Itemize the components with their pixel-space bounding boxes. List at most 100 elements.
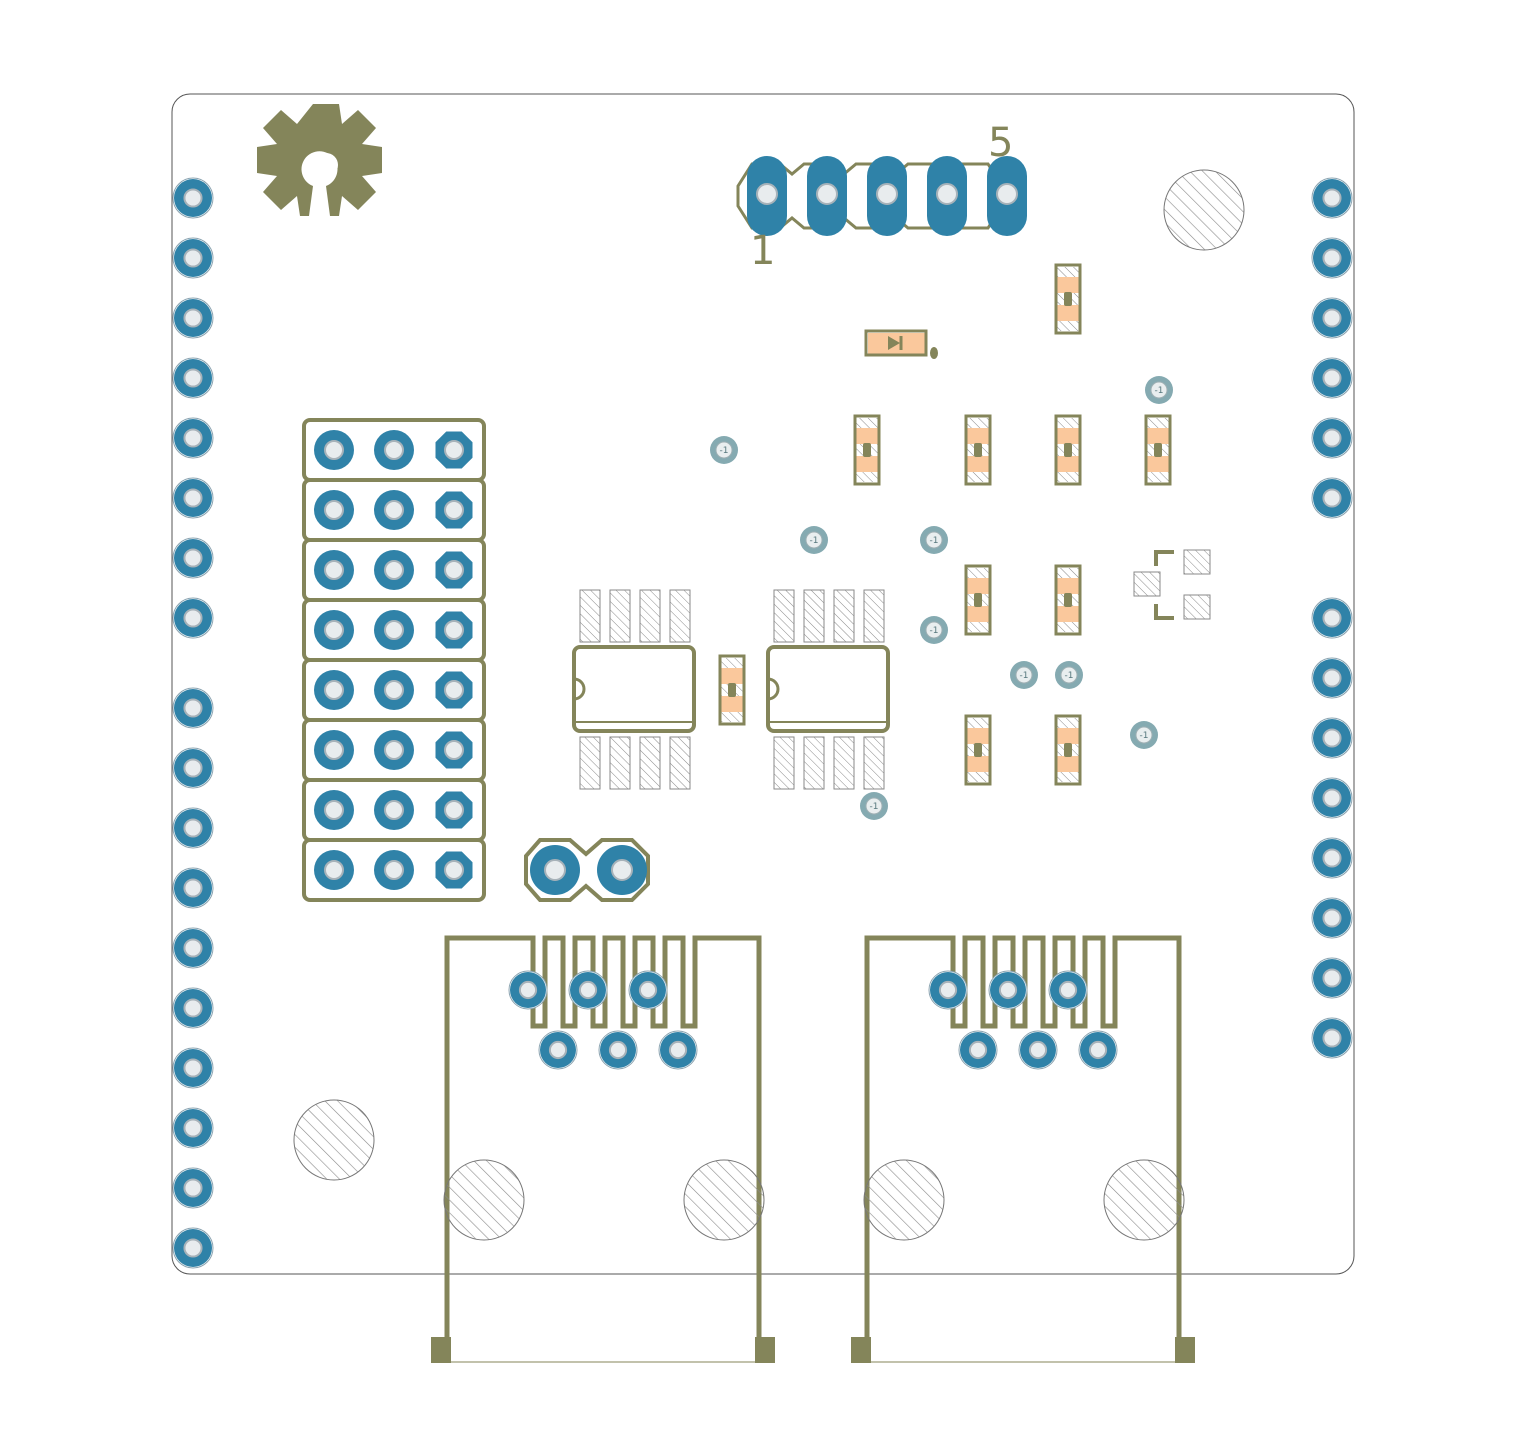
smd-resistor-5 [1144, 414, 1172, 486]
right-pin-3 [1311, 297, 1353, 339]
ic-pad [773, 589, 795, 643]
rj45-mount-hole [863, 1159, 945, 1241]
block-pad [374, 790, 414, 830]
left-pin-3 [172, 297, 214, 339]
ic-pad [579, 736, 601, 790]
block-pad [435, 671, 473, 709]
header-block-3x8 [302, 418, 486, 902]
via-label: -1 [870, 802, 879, 812]
left-pin-1 [172, 177, 214, 219]
left-edge-pins [172, 177, 214, 1269]
via-label: -1 [930, 626, 939, 636]
block-pad [374, 670, 414, 710]
ic-pad [773, 736, 795, 790]
mounting-holes [293, 169, 1245, 1181]
block-pad [435, 431, 473, 469]
right-pin-6 [1311, 477, 1353, 519]
left-pin-18 [172, 1227, 214, 1269]
via-8: -1 [860, 792, 888, 820]
block-pad [374, 490, 414, 530]
transistor-sot23 [1133, 549, 1211, 620]
block-pad [435, 551, 473, 589]
rj45-mount-hole [683, 1159, 765, 1241]
block-pad [314, 490, 354, 530]
ic-pad [669, 736, 691, 790]
header-5pin: 1 5 [736, 120, 1027, 274]
right-pin-11 [1311, 837, 1353, 879]
right-pin-5 [1311, 417, 1353, 459]
via-6: -1 [1055, 661, 1083, 689]
via-2: -1 [800, 526, 828, 554]
ic-pad [863, 736, 885, 790]
header-pad-2 [807, 156, 847, 236]
rj45-pin-4 [958, 1030, 998, 1070]
ic-pad [833, 589, 855, 643]
block-pad [314, 610, 354, 650]
block-pad [374, 430, 414, 470]
ic-soic8-right [766, 589, 890, 790]
rj45-pin-5 [598, 1030, 638, 1070]
left-pin-8 [172, 597, 214, 639]
block-pad [435, 491, 473, 529]
ic-pad [639, 736, 661, 790]
right-pin-4 [1311, 357, 1353, 399]
block-pad [374, 550, 414, 590]
block-row-outline [302, 838, 486, 902]
rj45-mount-hole [443, 1159, 525, 1241]
left-pin-6 [172, 477, 214, 519]
right-pin-9 [1311, 717, 1353, 759]
left-pin-9 [172, 687, 214, 729]
left-pin-10 [172, 747, 214, 789]
via-1: -1 [710, 436, 738, 464]
ic-pad [833, 736, 855, 790]
rj45-pin-2 [568, 970, 608, 1010]
left-pin-2 [172, 237, 214, 279]
smd-resistor-10 [718, 654, 746, 726]
ic-pad [609, 736, 631, 790]
rj45-jack-left [431, 935, 775, 1363]
left-pin-5 [172, 417, 214, 459]
via-label: -1 [810, 536, 819, 546]
jumper-2pin [524, 838, 650, 902]
ic-pad [863, 589, 885, 643]
left-pin-11 [172, 807, 214, 849]
via-label: -1 [1140, 731, 1149, 741]
left-pin-15 [172, 1047, 214, 1089]
ic-pad [803, 736, 825, 790]
rj45-pin-6 [658, 1030, 698, 1070]
left-pin-17 [172, 1167, 214, 1209]
via-label: -1 [1065, 671, 1074, 681]
ic-soic8-left [572, 589, 696, 790]
via-label: -1 [930, 536, 939, 546]
smd-resistor-7 [1054, 564, 1082, 636]
right-pin-13 [1311, 957, 1353, 999]
smd-resistors [718, 263, 1172, 786]
block-pad [435, 791, 473, 829]
smd-resistor-9 [1054, 714, 1082, 786]
ic-pad [609, 589, 631, 643]
ic-pad [669, 589, 691, 643]
block-pad [435, 731, 473, 769]
rj45-pin-5 [1018, 1030, 1058, 1070]
right-edge-pins [1311, 177, 1353, 1059]
block-pad [374, 850, 414, 890]
mounting-hole-top-right [1163, 169, 1245, 251]
ic-pad [639, 589, 661, 643]
ic-pad [579, 589, 601, 643]
right-pin-8 [1311, 657, 1353, 699]
block-pad [435, 611, 473, 649]
rj45-pin-3 [1048, 970, 1088, 1010]
via-4: -1 [920, 616, 948, 644]
left-pin-16 [172, 1107, 214, 1149]
board-outline [171, 93, 1355, 1275]
right-pin-2 [1311, 237, 1353, 279]
mounting-hole-bottom-left [293, 1099, 375, 1181]
right-pin-7 [1311, 597, 1353, 639]
right-pin-12 [1311, 897, 1353, 939]
via-5: -1 [1010, 661, 1038, 689]
smd-resistor-6 [964, 564, 992, 636]
via-label: -1 [1020, 671, 1029, 681]
open-hardware-logo-icon [257, 104, 382, 216]
rj45-pin-1 [508, 970, 548, 1010]
led-icon [864, 329, 938, 359]
